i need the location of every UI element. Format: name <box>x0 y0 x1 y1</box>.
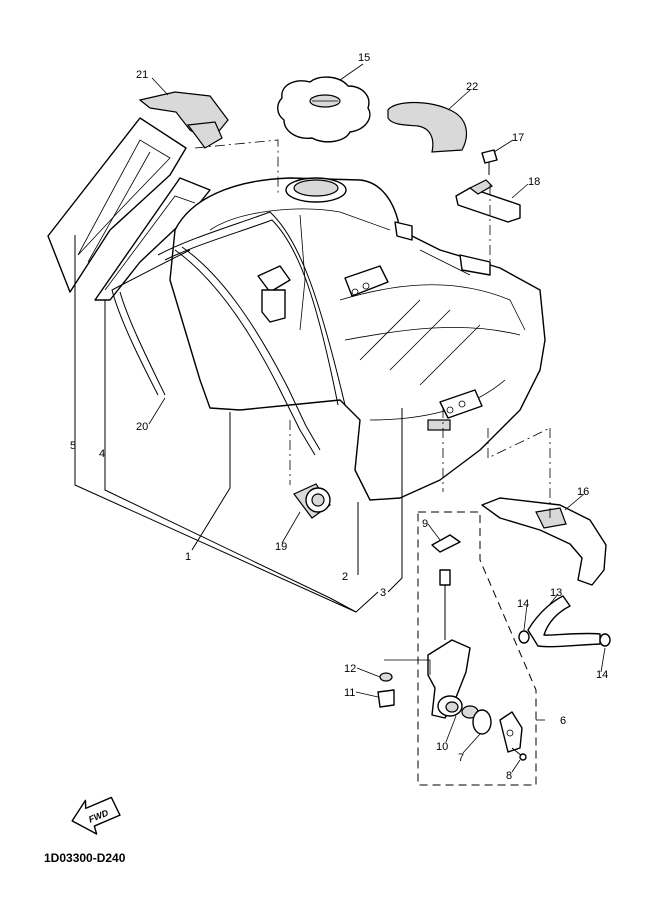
part-16-bracket <box>481 497 607 586</box>
callout-4: 4 <box>99 448 105 460</box>
callout-3: 3 <box>380 587 386 599</box>
callout-6: 6 <box>560 715 566 727</box>
callout-8: 8 <box>506 770 512 782</box>
part-12-washer <box>379 672 393 682</box>
fwd-arrow-icon: FWD <box>71 796 121 835</box>
part-1-fuel-tank <box>169 177 546 501</box>
part-13-hose <box>527 595 601 648</box>
callout-18: 18 <box>528 176 540 188</box>
part-11-bolt <box>377 689 395 708</box>
callout-7: 7 <box>458 752 464 764</box>
callout-2: 2 <box>342 571 348 583</box>
callout-21: 21 <box>136 69 148 81</box>
callout-22: 22 <box>466 81 478 93</box>
callout-14-left: 14 <box>517 598 529 610</box>
callout-9: 9 <box>422 518 428 530</box>
part-21-emblem <box>138 91 229 149</box>
part-22-pad <box>387 101 468 153</box>
leader-lines <box>74 63 606 786</box>
callout-14-right: 14 <box>596 669 608 681</box>
callout-1: 1 <box>185 551 191 563</box>
callout-12: 12 <box>344 663 356 675</box>
callout-15: 15 <box>358 52 370 64</box>
diagram-code: 1D03300-D240 <box>44 851 126 865</box>
part-14-clip-right <box>599 633 611 647</box>
callout-5: 5 <box>70 440 76 452</box>
part-2-3-tank-straps <box>157 211 346 456</box>
part-5-side-decal <box>47 117 187 293</box>
part-18-bracket <box>455 179 521 223</box>
callout-11: 11 <box>344 687 355 699</box>
part-17-bolt <box>481 149 498 175</box>
callout-13: 13 <box>550 587 562 599</box>
part-15-filler-cap <box>277 76 371 143</box>
part-6-fuel-cock <box>427 569 527 761</box>
part-19-grommet <box>293 483 331 519</box>
callout-10: 10 <box>436 741 448 753</box>
callout-20: 20 <box>136 421 148 433</box>
part-14-clip-left <box>518 630 530 644</box>
callout-19: 19 <box>275 541 287 553</box>
callout-16: 16 <box>577 486 589 498</box>
callout-labels: 1 2 3 4 5 6 7 8 9 10 11 12 13 14 14 15 1… <box>70 52 608 782</box>
callout-17: 17 <box>512 132 524 144</box>
part-20-damper-strip <box>111 249 191 396</box>
part-9-screen <box>431 534 461 553</box>
